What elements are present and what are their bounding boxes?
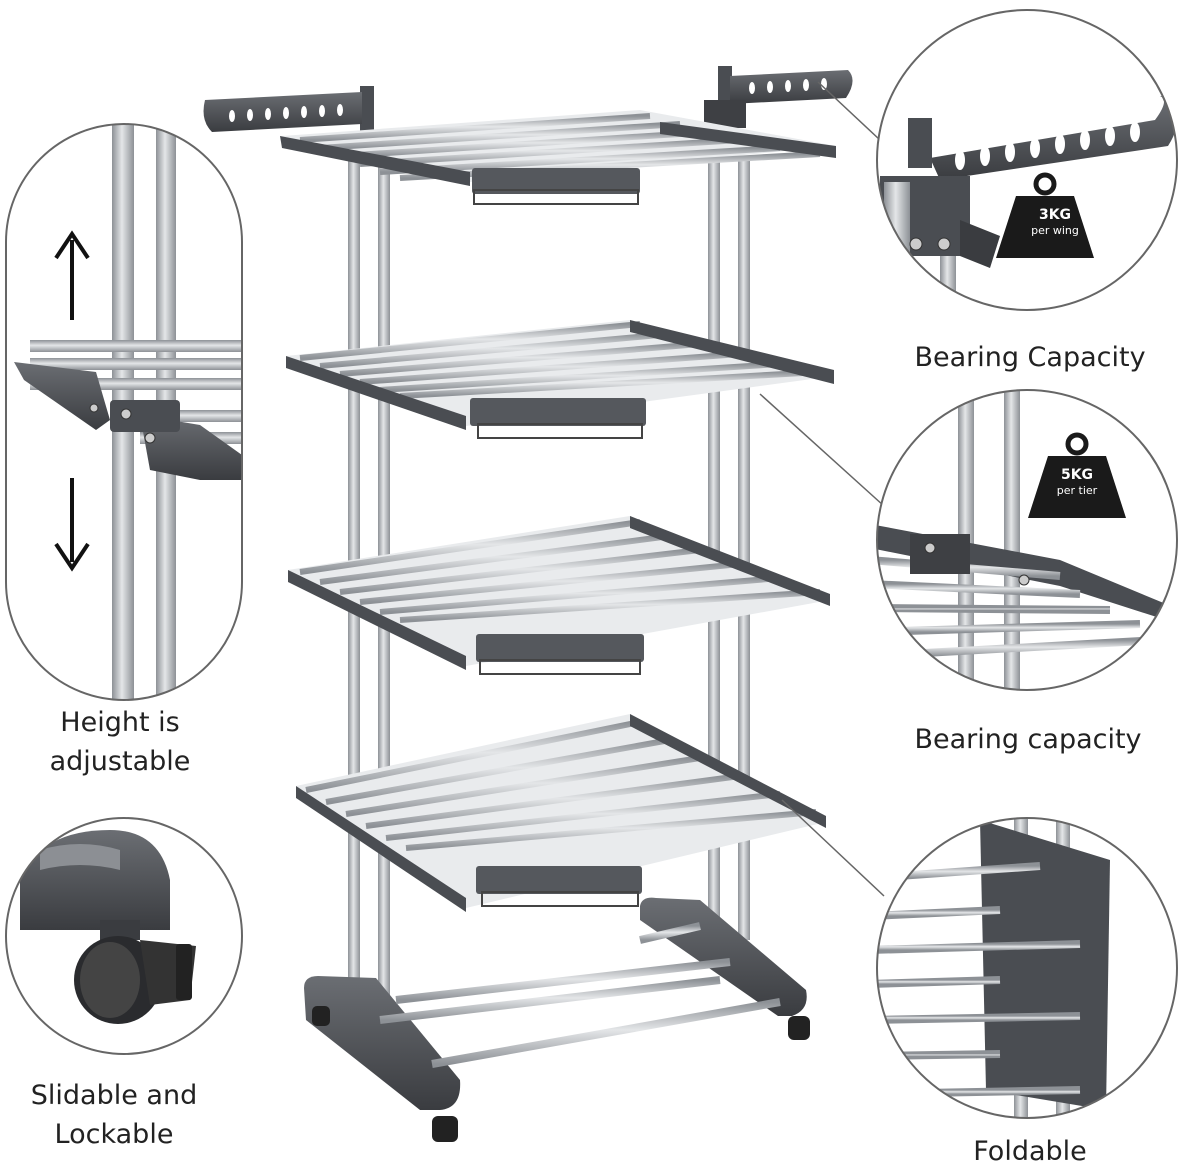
wing-weight-value: 3KG — [1038, 207, 1072, 223]
arrow-up-icon — [54, 230, 90, 320]
bearing-capacity-tier-caption: Bearing capacity — [914, 724, 1142, 755]
slidable-lockable-caption: Slidable and Lockable — [30, 1080, 198, 1151]
tier-weight-value: 5KG — [1060, 467, 1094, 483]
arrow-down-icon — [54, 478, 90, 572]
tier-weight-unit: per tier — [1056, 484, 1098, 497]
foldable-detail — [876, 817, 1178, 1119]
rack-base — [304, 897, 810, 1142]
tier-1 — [280, 110, 836, 205]
wing-weight-unit: per wing — [1031, 224, 1079, 237]
tier-3 — [288, 516, 830, 675]
wing-right — [704, 66, 853, 128]
drying-rack — [203, 66, 853, 1142]
foldable-caption: Foldable — [973, 1136, 1087, 1167]
tier-weight-label: 5KG per tier — [1032, 466, 1122, 498]
tier-4 — [296, 714, 826, 912]
tier-capacity-detail — [876, 389, 1178, 691]
tier-2 — [286, 320, 834, 439]
wing-weight-label: 3KG per wing — [1010, 206, 1100, 238]
height-adjustable-caption: Height is adjustable — [49, 707, 191, 778]
wheel-detail — [5, 817, 243, 1055]
wing-left — [203, 86, 374, 132]
weight-icon — [996, 172, 1094, 258]
bearing-capacity-wing-caption: Bearing Capacity — [914, 342, 1146, 373]
weight-icon — [1028, 432, 1126, 518]
connector-wing — [817, 81, 881, 141]
height-adjust-detail — [5, 123, 243, 701]
wing-capacity-detail — [876, 9, 1178, 311]
connector-tier — [759, 393, 885, 507]
connector-fold — [781, 799, 885, 897]
